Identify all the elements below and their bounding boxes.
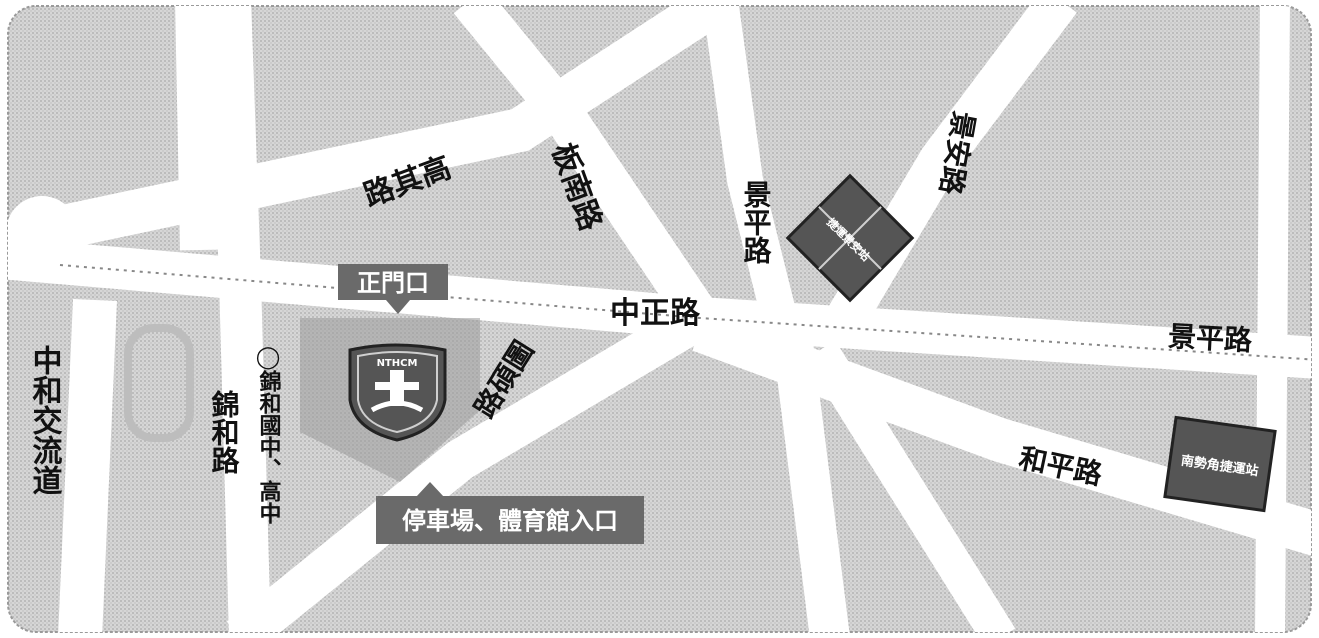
building-mrt-nanshijiao[interactable]: 南勢角捷運站	[1163, 415, 1277, 513]
parking-entrance-marker[interactable]: 停車場、體育館入口	[376, 482, 644, 544]
interchange-roundabout	[8, 196, 78, 268]
road-centerlines	[59, 264, 1311, 361]
road-interchange	[58, 299, 117, 632]
road-jinhe	[209, 6, 271, 632]
school-label: ◯錦和國中、高中	[256, 345, 282, 524]
road-label-interchange: 中和交流道	[27, 345, 63, 496]
road-label-jinhe: 錦和路	[208, 389, 241, 474]
svg-text:NTHCM: NTHCM	[377, 358, 418, 369]
road-jingping-north	[702, 6, 798, 325]
road-hutsi	[226, 299, 711, 632]
road-south	[770, 317, 850, 632]
school-crest-icon: NTHCM	[348, 343, 447, 442]
road-label-jingping-north: 景平路	[740, 180, 773, 264]
road-banan	[453, 6, 718, 330]
main-gate-label: 正門口	[357, 269, 429, 297]
road-upper-left	[175, 6, 220, 251]
road-label-jingping-east: 景平路	[1167, 320, 1254, 357]
building-mrt-jingan[interactable]: 捷運景安站	[785, 173, 915, 303]
road-right	[1255, 6, 1290, 632]
road-south-east	[804, 340, 1016, 632]
road-label-zhongzheng: 中正路	[610, 296, 701, 331]
main-gate-marker[interactable]: 正門口	[338, 264, 448, 314]
block-left-rounded	[124, 324, 194, 442]
parking-entrance-label: 停車場、體育館入口	[402, 507, 618, 535]
